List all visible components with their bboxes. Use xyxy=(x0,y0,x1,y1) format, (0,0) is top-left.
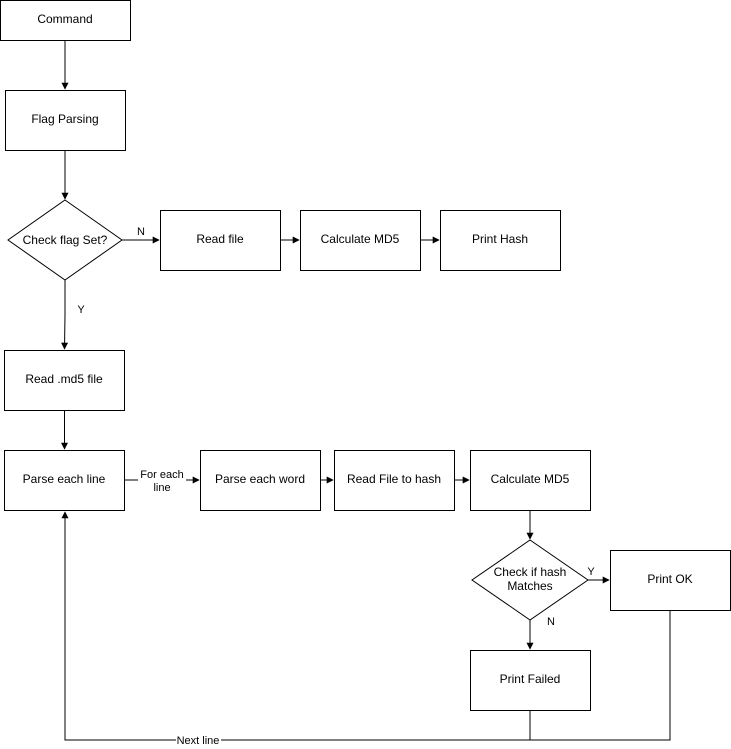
node-print-hash: Print Hash xyxy=(440,210,561,271)
node-calc-md5-top: Calculate MD5 xyxy=(300,210,421,271)
edge-check-flag-to-read-md5 xyxy=(61,280,69,350)
hash-no-label: N xyxy=(547,616,555,628)
node-read-file: Read file xyxy=(160,210,281,271)
node-check-flag-decision: Check flag Set? xyxy=(7,199,123,281)
next-line-label: Next line xyxy=(177,735,220,747)
node-calc-md5-bottom: Calculate MD5 xyxy=(470,450,591,511)
node-read-md5-file-label: Read .md5 file xyxy=(25,372,103,386)
node-calc-md5-top-label: Calculate MD5 xyxy=(321,232,400,246)
edge-next-line-loop xyxy=(61,511,531,741)
edges xyxy=(61,40,671,741)
node-parse-word-label: Parse each word xyxy=(215,472,305,486)
node-parse-word: Parse each word xyxy=(200,450,321,511)
node-flag-parsing-label: Flag Parsing xyxy=(31,112,98,126)
node-calc-md5-bottom-label: Calculate MD5 xyxy=(491,472,570,486)
node-print-failed: Print Failed xyxy=(470,650,591,711)
node-read-md5-file: Read .md5 file xyxy=(4,350,125,411)
node-command-label: Command xyxy=(37,12,92,26)
node-check-hash-label-line1: Check if hash xyxy=(494,565,567,579)
node-parse-line-label: Parse each line xyxy=(23,472,106,486)
node-check-hash-label-line2: Matches xyxy=(507,579,552,593)
node-read-file-label: Read file xyxy=(196,232,244,246)
node-read-file-to-hash: Read File to hash xyxy=(334,450,455,511)
node-command: Command xyxy=(0,0,131,41)
node-print-ok-label: Print OK xyxy=(647,572,692,586)
node-check-flag-label: Check flag Set? xyxy=(23,233,108,247)
node-print-hash-label: Print Hash xyxy=(472,232,528,246)
node-flag-parsing: Flag Parsing xyxy=(5,90,126,151)
edge-labels: N Y For each line Y N Next line xyxy=(77,226,595,747)
hash-yes-label: Y xyxy=(587,566,595,578)
for-each-line-label-line2: line xyxy=(153,482,170,494)
node-read-file-to-hash-label: Read File to hash xyxy=(347,472,441,486)
flag-yes-label: Y xyxy=(77,304,85,316)
node-check-hash-decision: Check if hash Matches xyxy=(471,539,589,621)
node-parse-line: Parse each line xyxy=(4,450,125,511)
for-each-line-label-line1: For each xyxy=(140,469,183,481)
node-print-ok: Print OK xyxy=(610,550,731,611)
flag-no-label: N xyxy=(137,226,145,238)
node-print-failed-label: Print Failed xyxy=(500,672,561,686)
